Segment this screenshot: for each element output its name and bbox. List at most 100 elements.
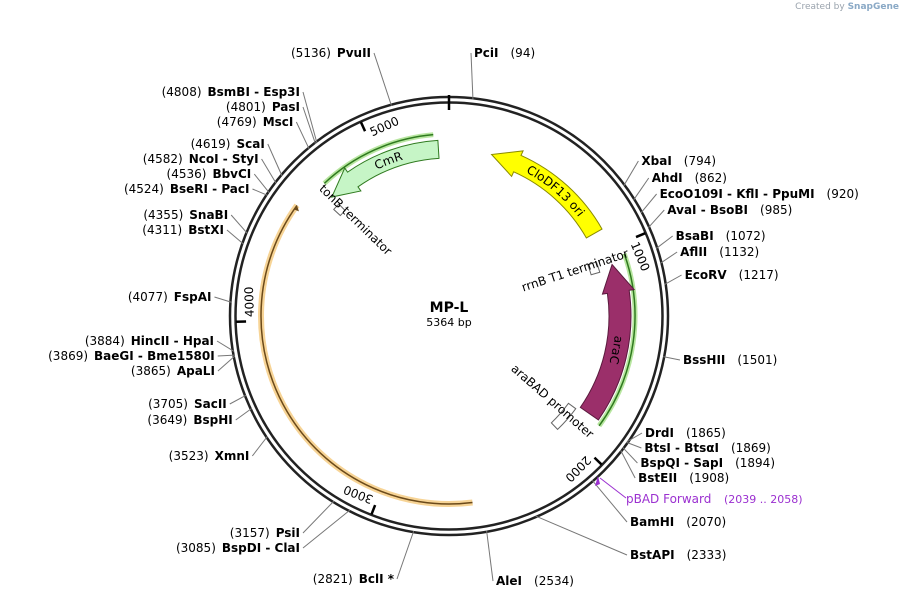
enzyme-position: (1908)	[689, 471, 729, 485]
enzyme-site-pasi: PasI (4801)	[226, 100, 300, 114]
enzyme-site-xmni: XmnI(3523)	[169, 449, 250, 463]
enzyme-position: (1072)	[726, 229, 766, 243]
enzyme-position: (4311)	[142, 223, 182, 237]
enzyme-site-scai: ScaI(4619)	[191, 137, 265, 151]
feature-cmr	[330, 139, 440, 198]
enzyme-site-psii: PsiI(3157)	[230, 526, 300, 540]
enzyme-name: BspHI	[193, 413, 232, 427]
enzyme-name: AvaI - BsoBI	[667, 203, 748, 217]
enzyme-leader	[226, 229, 244, 245]
enzyme-leader	[633, 177, 650, 201]
enzyme-position: (4536)	[167, 167, 207, 181]
feature-clodf13-ori	[490, 150, 603, 239]
enzyme-name: PasI	[272, 100, 300, 114]
enzyme-name: EcoO109I - KflI - PpuMI	[660, 187, 815, 201]
enzyme-leader	[251, 436, 268, 457]
enzyme-site-hincii-hpai: HincII - HpaI(3884)	[85, 334, 214, 348]
enzyme-name: BstEII	[638, 471, 677, 485]
enzyme-name: ApaLI	[177, 364, 215, 378]
enzyme-site-bsphi: BspHI (3649)	[147, 413, 232, 427]
enzyme-name: BaeGI - Bme1580I	[94, 349, 215, 363]
enzyme-leader	[626, 432, 643, 442]
enzyme-leader	[214, 296, 232, 303]
enzyme-labels: PvuII(5136)PciI(94)BsmBI - Esp3I(4808)Pa…	[48, 46, 859, 588]
enzyme-position: (3865)	[131, 364, 171, 378]
enzyme-name: BstXI	[188, 223, 224, 237]
enzyme-name: BssHII	[683, 353, 725, 367]
enzyme-position: (4801)	[226, 100, 266, 114]
enzyme-name: XmnI	[215, 449, 250, 463]
promoter-arc	[598, 253, 636, 427]
enzyme-position: (4582)	[143, 152, 183, 166]
enzyme-name: PvuII	[337, 46, 371, 60]
enzyme-site-bseri-paci: BseRI - PacI(4524)	[124, 182, 250, 196]
enzyme-leader	[302, 106, 316, 144]
enzyme-leader	[655, 235, 673, 249]
enzyme-site-baegi-bme1580i: BaeGI - Bme1580I(3869)	[48, 349, 215, 363]
enzyme-site-bstapi: BstAPI(2333)	[630, 548, 726, 562]
enzyme-site-bbvci: BbvCI(4536)	[167, 167, 252, 181]
enzyme-leader	[396, 530, 415, 580]
enzyme-name: BspDI - ClaI	[222, 541, 300, 555]
enzyme-leader	[640, 193, 657, 214]
enzyme-leader	[535, 515, 628, 556]
enzyme-leader	[470, 52, 474, 100]
enzyme-site-apali: ApaLI (3865)	[131, 364, 215, 378]
enzyme-leader	[230, 214, 248, 234]
enzyme-leader	[626, 441, 642, 449]
enzyme-leader	[663, 356, 681, 361]
tick-mark-1000	[635, 232, 646, 239]
enzyme-name: AleI	[496, 574, 522, 588]
feature-label-arabad-promoter: araBAD promoter	[508, 361, 596, 441]
enzyme-leader	[235, 408, 252, 421]
enzyme-name: MscI	[263, 115, 294, 129]
enzyme-position: (1501)	[737, 353, 777, 367]
enzyme-site-pcii: PciI(94)	[474, 46, 535, 60]
enzyme-position: (4769)	[217, 115, 257, 129]
enzyme-position: (4808)	[162, 85, 202, 99]
enzyme-name: BsmBI - Esp3I	[208, 85, 300, 99]
enzyme-leader	[267, 143, 283, 177]
enzyme-leader	[229, 394, 247, 405]
enzyme-site-bspdi-clai: BspDI - ClaI(3085)	[176, 541, 300, 555]
tick-mark-3000	[370, 504, 377, 515]
enzyme-name: PsiI	[276, 526, 300, 540]
enzyme-site-xbai: XbaI(794)	[641, 154, 716, 168]
enzyme-position: (3649)	[147, 413, 187, 427]
plasmid-length: 5364 bp	[426, 316, 471, 329]
enzyme-position: (4355)	[143, 208, 183, 222]
enzyme-leader	[591, 480, 628, 523]
enzyme-position: (94)	[511, 46, 536, 60]
cmr-arc	[323, 133, 434, 184]
feature-arac	[579, 263, 636, 421]
primer-arrow-icon	[595, 476, 600, 486]
tick-mark-2000	[593, 456, 603, 466]
enzyme-position: (4077)	[128, 290, 168, 304]
enzyme-leader	[252, 188, 268, 196]
enzyme-position: (2070)	[686, 515, 726, 529]
enzyme-position: (1894)	[735, 456, 775, 470]
enzyme-name: BspQI - SapI	[640, 456, 723, 470]
enzyme-name: AhdI	[652, 171, 683, 185]
enzyme-position: (2821)	[313, 572, 353, 586]
enzyme-site-ncoi-styi: NcoI - StyI(4582)	[143, 152, 259, 166]
enzyme-name: BclI *	[359, 572, 395, 586]
enzyme-leader	[216, 340, 235, 352]
enzyme-site-bsshii: BssHII (1501)	[683, 353, 777, 367]
feature-arabad-promoter	[550, 402, 577, 431]
enzyme-site-bsmbi-esp3i: BsmBI - Esp3I (4808)	[162, 85, 300, 99]
enzyme-site-drdi: DrdI(1865)	[645, 426, 726, 440]
enzyme-leader	[261, 158, 277, 184]
primer-leader-line	[599, 477, 627, 499]
enzyme-site-bstxi: BstXI (4311)	[142, 223, 224, 237]
enzyme-site-ecoo109i-kfli-ppumi: EcoO109I - KflI - PpuMI(920)	[660, 187, 859, 201]
enzyme-name: SnaBI	[189, 208, 228, 222]
annotation-arcs	[258, 132, 638, 507]
enzyme-site-avai-bsobi: AvaI - BsoBI(985)	[667, 203, 792, 217]
enzyme-name: BamHI	[630, 515, 674, 529]
enzyme-position: (3884)	[85, 334, 125, 348]
enzyme-site-bcli: BclI * (2821)	[313, 572, 395, 586]
enzyme-name: BtsI - BtsαI	[644, 441, 719, 455]
enzyme-position: (1869)	[731, 441, 771, 455]
